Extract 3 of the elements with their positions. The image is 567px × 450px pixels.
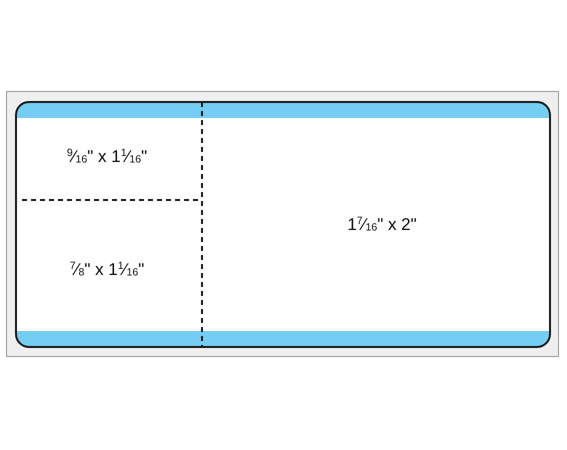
dimension-text: 1$^{7}$⁄$_{16}$" x 2"	[347, 215, 417, 235]
dimension-text: $^{7}$⁄$_{8}$" x 1$^{1}$⁄$_{16}$"	[70, 260, 144, 280]
dimension-text: $^{9}$⁄$_{16}$" x 1$^{1}$⁄$_{16}$"	[66, 147, 148, 167]
